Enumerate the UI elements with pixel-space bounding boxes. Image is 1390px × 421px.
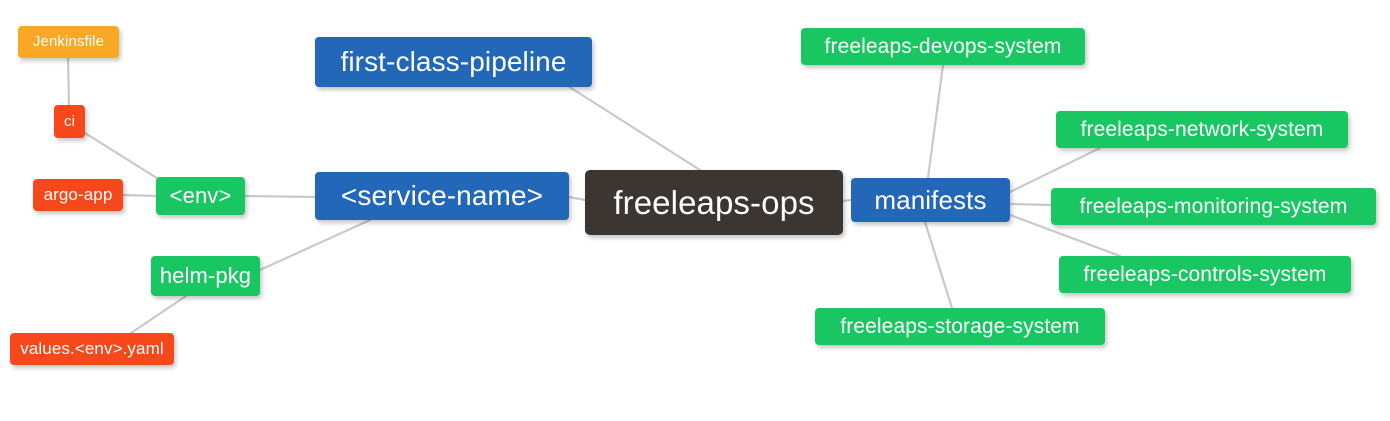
node-first-class-pipeline[interactable]: first-class-pipeline (315, 37, 592, 87)
node-label: freeleaps-ops (613, 183, 815, 221)
node-label: first-class-pipeline (340, 45, 567, 77)
node-label: argo-app (43, 185, 113, 204)
node-freeleaps-monitoring-system[interactable]: freeleaps-monitoring-system (1051, 188, 1376, 225)
edge-env-ci (83, 131, 162, 182)
node-jenkinsfile[interactable]: Jenkinsfile (18, 26, 119, 58)
node-manifests[interactable]: manifests (851, 178, 1010, 222)
edge-root-service (567, 195, 587, 202)
edge-pipeline-root (566, 84, 702, 172)
node-label: Jenkinsfile (32, 33, 105, 50)
node-label: ci (63, 112, 76, 130)
node-values-yaml[interactable]: values.<env>.yaml (10, 333, 174, 365)
node-label: manifests (874, 184, 987, 215)
node-service-name[interactable]: <service-name> (315, 172, 569, 220)
node-helm-pkg[interactable]: helm-pkg (151, 256, 260, 296)
edge-ci-jenkinsfile (66, 56, 71, 107)
edge-manifests-monitoring (1008, 202, 1053, 207)
edge-manifests-network (1008, 146, 1102, 194)
node-env[interactable]: <env> (156, 177, 245, 215)
node-freeleaps-controls-system[interactable]: freeleaps-controls-system (1059, 256, 1351, 293)
node-argo-app[interactable]: argo-app (33, 179, 123, 211)
node-label: freeleaps-monitoring-system (1079, 194, 1348, 218)
node-label: <service-name> (340, 179, 544, 211)
node-label: freeleaps-devops-system (824, 34, 1062, 58)
node-label: <env> (169, 182, 232, 208)
edge-env-argo (121, 193, 158, 198)
node-freeleaps-network-system[interactable]: freeleaps-network-system (1056, 111, 1348, 148)
edge-manifests-storage (923, 220, 954, 310)
node-label: helm-pkg (159, 262, 252, 288)
node-label: freeleaps-storage-system (840, 314, 1080, 338)
node-label: freeleaps-network-system (1080, 117, 1324, 141)
edge-service-helm (258, 218, 372, 272)
node-freeleaps-devops-system[interactable]: freeleaps-devops-system (801, 28, 1085, 65)
node-label: freeleaps-controls-system (1083, 262, 1327, 286)
edge-manifests-devops (926, 63, 945, 180)
node-label: values.<env>.yaml (20, 339, 164, 358)
edge-helm-values (129, 294, 188, 335)
edge-service-env (243, 194, 317, 199)
node-freeleaps-ops[interactable]: freeleaps-ops (585, 170, 843, 235)
node-ci[interactable]: ci (54, 105, 85, 138)
node-freeleaps-storage-system[interactable]: freeleaps-storage-system (815, 308, 1105, 345)
edge-root-manifests (841, 198, 853, 203)
